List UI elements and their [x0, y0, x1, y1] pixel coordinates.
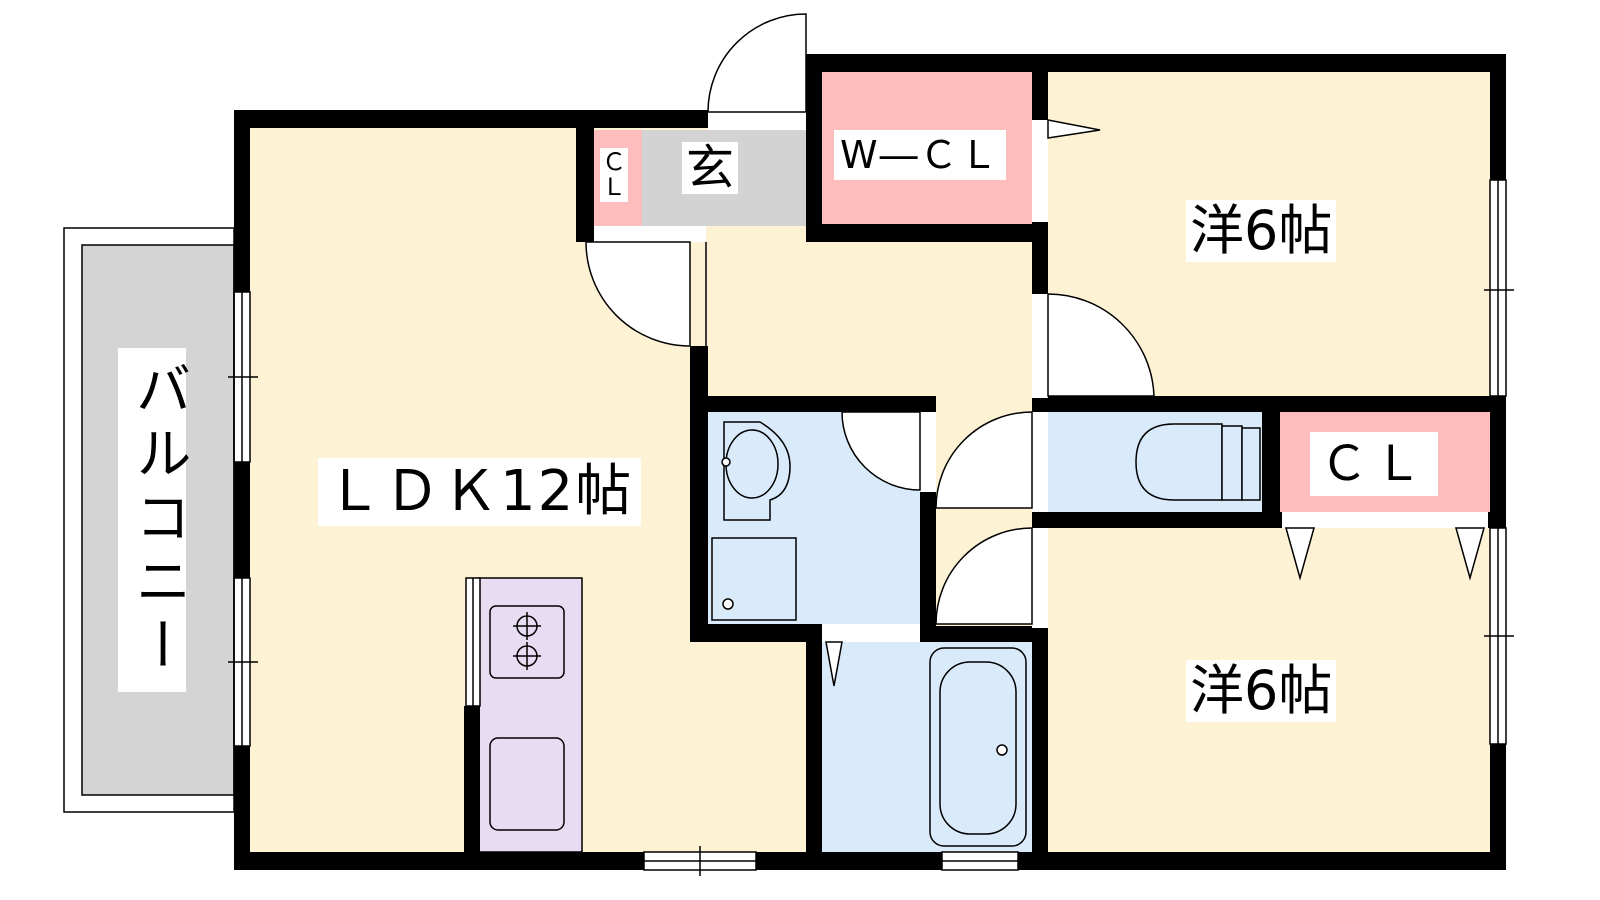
bath-door-gap: [822, 624, 918, 642]
fixtures: [489, 421, 1261, 847]
wall-wash-top: [690, 396, 936, 412]
room2-door-gap: [1032, 528, 1048, 628]
wall-wcl-bottom: [806, 224, 1048, 242]
wash-door-swing: [841, 411, 921, 491]
walk-in-closet-label: W―ＣＬ: [834, 130, 1006, 180]
wall-bath-top: [920, 626, 1048, 642]
balcony-label: バルコニー: [118, 348, 191, 692]
entrance-label: 玄: [682, 142, 739, 194]
wall-kitchen-stub: [464, 706, 480, 852]
closet-label: ＣＬ: [1310, 432, 1439, 496]
wall-toilet-right: [1262, 396, 1280, 528]
room2-door-swing: [935, 527, 1033, 625]
wall-top-right: [806, 54, 1506, 72]
closet-door-right: [1455, 527, 1485, 581]
closet-door-gap: [1282, 512, 1488, 528]
ldk-door-gap: [594, 226, 706, 242]
entrance-closet-label: ＣＬ: [600, 148, 628, 203]
balcony-outline: [63, 227, 235, 813]
wall-left: [234, 110, 250, 870]
window-marks: [228, 180, 1514, 876]
wall-right: [1490, 54, 1506, 870]
wall-ldk-partition: [690, 346, 708, 642]
wall-top-left: [234, 110, 708, 128]
openings: [233, 108, 1507, 871]
room1-door-gap: [1032, 294, 1048, 398]
toilet: [1135, 423, 1223, 501]
entrance-door-swing: [707, 13, 807, 113]
wash-door-gap: [920, 412, 936, 492]
western-room-1-label: 洋6帖: [1186, 200, 1337, 262]
door-swings: [585, 13, 1485, 687]
wcl-door-gap: [1032, 120, 1048, 222]
closet-door-left: [1285, 527, 1315, 581]
ldk-label: ＬＤＫ12帖: [318, 458, 642, 526]
toilet-door-swing: [935, 411, 1033, 509]
wall-wash-bottom: [690, 624, 824, 642]
kitchen-sink: [489, 737, 565, 831]
wall-entrance-right: [806, 54, 822, 242]
entrance-door-gap: [708, 108, 806, 130]
ldk-door-swing: [585, 241, 691, 347]
room1-door-swing: [1047, 293, 1155, 397]
wall-bath-left: [806, 624, 822, 870]
wall-bottom: [234, 852, 1506, 870]
bath-door-swing: [825, 641, 843, 687]
western-room-2-label: 洋6帖: [1186, 660, 1337, 722]
hallway-floor: [706, 242, 1036, 402]
toilet-door-gap: [1032, 412, 1048, 512]
wall-entrance-left: [576, 110, 594, 242]
wcl-door-swing: [1047, 119, 1101, 139]
laundry-floor: [822, 642, 924, 852]
